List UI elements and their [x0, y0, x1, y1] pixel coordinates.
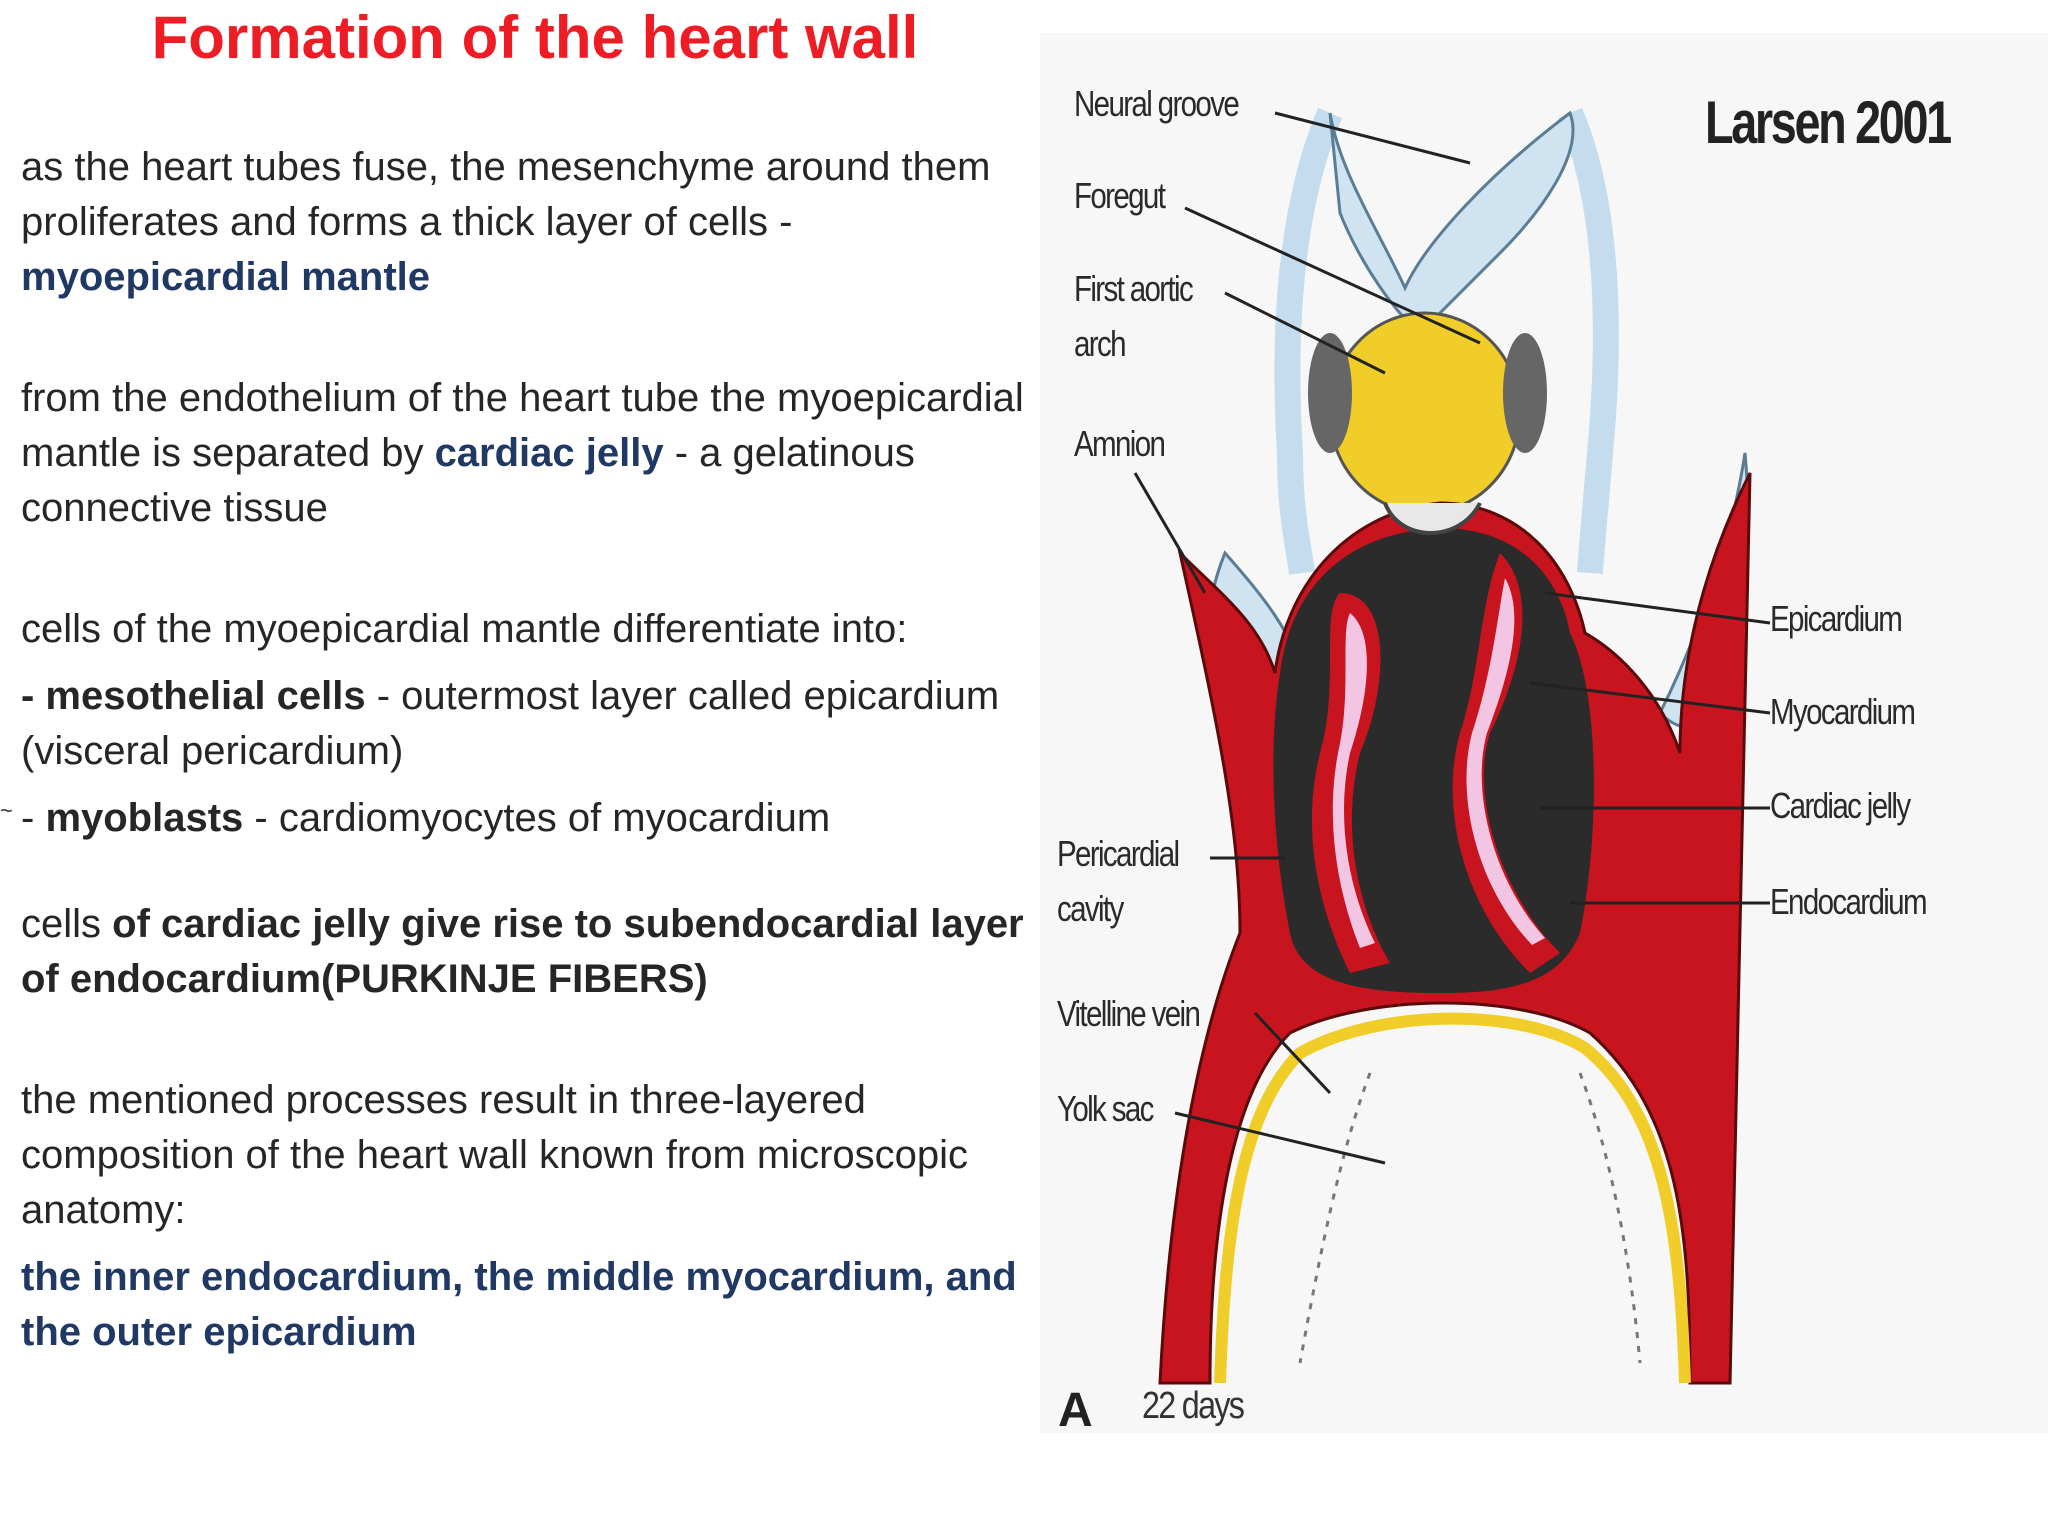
label-cardiac-jelly: Cardiac jelly: [1770, 785, 1911, 826]
term-cardiac-jelly: cardiac jelly: [434, 431, 664, 475]
label-epicardium: Epicardium: [1770, 598, 1903, 639]
cardiac-jelly-left: [1332, 613, 1375, 948]
aortic-arch-right: [1503, 333, 1547, 453]
label-yolk-sac: Yolk sac: [1057, 1088, 1154, 1129]
neural-groove: [1328, 110, 1575, 336]
foregut-floor: [1383, 502, 1482, 535]
paragraph-cardiac-jelly: from the endothelium of the heart tube t…: [21, 376, 1024, 530]
stray-mark: ~: [0, 798, 13, 823]
foregut: [1328, 311, 1522, 515]
paragraph-purkinje: cells of cardiac jelly give rise to sube…: [21, 902, 1024, 1001]
age-label: 22 days: [1142, 1385, 1245, 1427]
heart-tube-left: [1311, 593, 1390, 973]
panel-letter: A: [1058, 1384, 1093, 1437]
heart-diagram: Neural groove Foregut First aortic arch …: [1040, 33, 2048, 1437]
label-cavity: cavity: [1057, 888, 1124, 929]
aortic-arch-left: [1308, 333, 1352, 453]
list-item-mesothelial: - mesothelial cells - outermost layer ca…: [21, 674, 1000, 773]
vitelline-dotted-right: [1578, 1072, 1642, 1364]
paragraph-mantle: as the heart tubes fuse, the mesenchyme …: [21, 145, 991, 299]
vitelline-dotted-left: [1298, 1072, 1372, 1364]
slide-body: as the heart tubes fuse, the mesenchyme …: [21, 140, 1041, 1360]
label-pericardial: Pericardial: [1057, 833, 1180, 874]
neural-fold-left: [1274, 107, 1342, 575]
paragraph-differentiation: cells of the myoepicardial mantle differ…: [21, 607, 908, 651]
neural-fold-right: [1558, 107, 1619, 574]
label-foregut: Foregut: [1074, 175, 1166, 216]
cardiac-jelly-right: [1466, 578, 1545, 945]
heart-tube-right: [1452, 553, 1560, 973]
term-myoepicardial-mantle: myoepicardial mantle: [21, 255, 431, 299]
list-item-myoblasts: - myoblasts - cardiomyocytes of myocardi…: [21, 796, 831, 840]
embryo-cross-section-drawing: [1133, 107, 1771, 1385]
label-first-aortic: First aortic: [1074, 268, 1194, 309]
paragraph-conclusion: the inner endocardium, the middle myocar…: [21, 1255, 1017, 1354]
label-neural-groove: Neural groove: [1074, 83, 1240, 124]
paragraph-three-layers: the mentioned processes result in three-…: [21, 1078, 969, 1232]
yolk-sac-endoderm: [1214, 1012, 1691, 1384]
slide-title: Formation of the heart wall: [151, 4, 919, 71]
label-endocardium: Endocardium: [1770, 881, 1928, 922]
figure-credit: Larsen 2001: [1705, 89, 1952, 156]
leader-lines: [1133, 111, 1771, 1165]
label-arch: arch: [1074, 323, 1127, 364]
label-vitelline-vein: Vitelline vein: [1057, 993, 1201, 1034]
label-myocardium: Myocardium: [1770, 691, 1916, 732]
label-amnion: Amnion: [1074, 423, 1166, 464]
